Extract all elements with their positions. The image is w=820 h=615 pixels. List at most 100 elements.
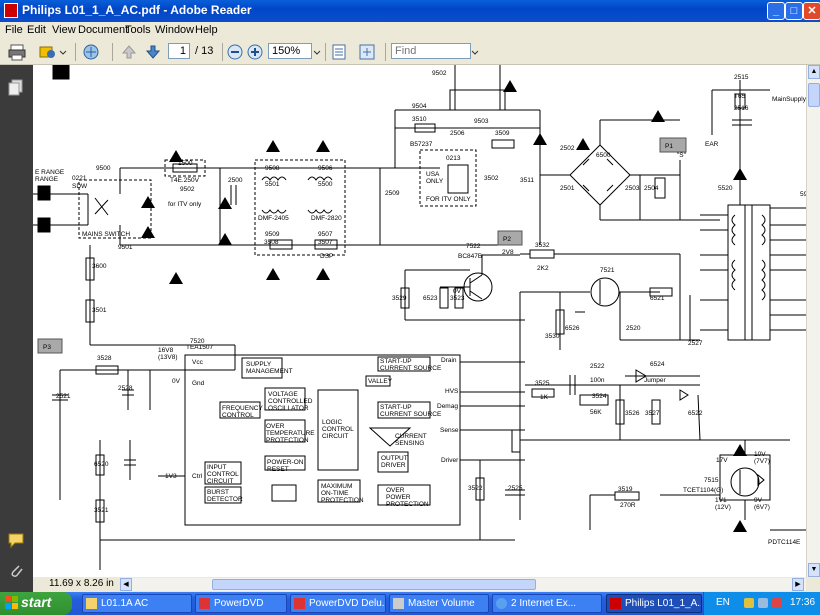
horizontal-scroll-thumb[interactable] [212,579,536,590]
schematic-label-gnd: Gnd [192,380,205,387]
schematic-label-c5501: 5501 [265,181,280,188]
email-icon[interactable] [38,43,56,61]
print-icon[interactable] [8,43,26,61]
task-internet-explorer[interactable]: 2 Internet Ex... [492,594,602,613]
schematic-label-c7520: 7520 [190,338,205,345]
task-label: Philips L01_1_A... [625,598,702,609]
attachment-icon[interactable] [7,562,25,580]
close-button[interactable]: ✕ [803,2,820,20]
menu-help[interactable]: Help [195,24,218,36]
zoom-level-select[interactable]: 150% [268,43,312,59]
start-label: start [21,594,52,610]
fit-page-icon[interactable] [330,43,348,61]
minimize-button[interactable]: _ [767,2,785,20]
chevron-down-icon[interactable] [470,43,480,61]
schematic-label-pdtc: PDTC114E [768,539,801,546]
pages-icon[interactable] [7,79,25,97]
schematic-label-c2520: 2520 [626,325,641,332]
schematic-label-v1v3: 1V3 [165,473,177,480]
vertical-scrollbar[interactable]: ▲ ▼ [806,65,820,577]
schematic-label-c3526: 3526 [625,410,640,417]
volume-icon [393,598,404,609]
task-label: L01.1A AC [101,598,149,609]
schematic-label-c2500: 2500 [228,177,243,184]
menu-window[interactable]: Window [155,24,195,36]
schematic-label-b57237: B57237 [410,141,433,148]
task-master-volume[interactable]: Master Volume [389,594,489,613]
horizontal-scrollbar[interactable]: ◀ ▶ [120,578,806,591]
full-screen-icon[interactable] [358,43,376,61]
schematic-label-sdw-ref: 0221 [72,175,87,182]
menu-document[interactable]: Document [78,24,129,36]
schematic-label-v9: 9V(6V7) [754,497,770,511]
maximize-button[interactable]: □ [785,2,803,20]
schematic-label-tea1507: TEA1507 [186,344,213,351]
schematic-label-v10: 10V(7V7) [754,451,770,465]
adobe-reader-icon [610,598,621,609]
scroll-up-arrow-icon[interactable]: ▲ [808,65,820,79]
chevron-down-icon[interactable] [312,43,322,61]
schematic-label-for-itv-only: FOR ITV ONLY [426,196,471,203]
scroll-down-arrow-icon[interactable]: ▼ [808,563,820,577]
windows-logo-icon [5,596,18,609]
scroll-right-arrow-icon[interactable]: ▶ [792,578,804,591]
tray-volume-icon[interactable] [758,598,768,608]
task-adobe-reader-active[interactable]: Philips L01_1_A... [606,594,702,613]
schematic-label-c6526: 6526 [565,325,580,332]
toolbar-divider [385,43,386,61]
menu-file[interactable]: File [5,24,23,36]
schematic-label-p2: P2 [503,236,511,243]
tray-network-icon[interactable] [744,598,754,608]
schematic-label-fuse: T4E.250V [170,177,200,184]
schematic-label-c3502: 3502 [484,175,499,182]
menu-tools[interactable]: Tools [125,24,151,36]
schematic-label-c2502: 2502 [560,145,575,152]
task-label: 2 Internet Ex... [511,598,577,609]
schematic-label-c3509: 3509 [495,130,510,137]
task-powerdvd[interactable]: PowerDVD [195,594,287,613]
schematic-label-s-mark: "S" [677,152,687,159]
menu-edit[interactable]: Edit [27,24,46,36]
schematic-label-c9504: 9504 [412,103,427,110]
schematic-label-r1k: 1K [540,394,549,401]
schematic-label-c2503: 2503 [625,185,640,192]
schematic-label-c2528: 2528 [118,385,133,392]
collaborate-icon[interactable] [82,43,100,61]
task-powerdvd-deluxe[interactable]: PowerDVD Delu... [290,594,386,613]
comments-icon[interactable] [7,531,25,549]
schematic-label-ctrl: Ctrl [192,473,203,480]
schematic-label-c0213: 0213 [446,155,461,162]
clock: 17:36 [790,597,816,608]
window-title: Philips L01_1_A_AC.pdf - Adobe Reader [22,3,252,17]
task-l01-ac[interactable]: L01.1A AC [82,594,192,613]
vertical-scroll-thumb[interactable] [808,83,820,107]
schematic-label-dsp: DSP [320,253,333,260]
toolbar-divider [325,43,326,61]
chevron-down-icon[interactable] [58,43,68,61]
navigation-panel [0,65,33,592]
start-button[interactable]: start [0,592,72,615]
page-number-input[interactable]: 1 [168,43,190,59]
previous-page-icon[interactable] [120,43,138,61]
zoom-in-icon[interactable] [246,43,264,61]
menu-view[interactable]: View [52,24,76,36]
next-page-icon[interactable] [144,43,162,61]
language-indicator[interactable]: EN [716,597,730,608]
schematic-label-c3507: 3507 [318,239,333,246]
toolbar: 1 / 13 150% [0,40,820,65]
scroll-left-arrow-icon[interactable]: ◀ [120,578,132,591]
zoom-out-icon[interactable] [226,43,244,61]
schematic-label-c9503: 9503 [474,118,489,125]
find-input[interactable] [391,43,471,59]
schematic-label-demag: Demag [437,403,458,410]
schematic-label-c6520: 6520 [94,461,109,468]
tray-security-icon[interactable] [772,598,782,608]
